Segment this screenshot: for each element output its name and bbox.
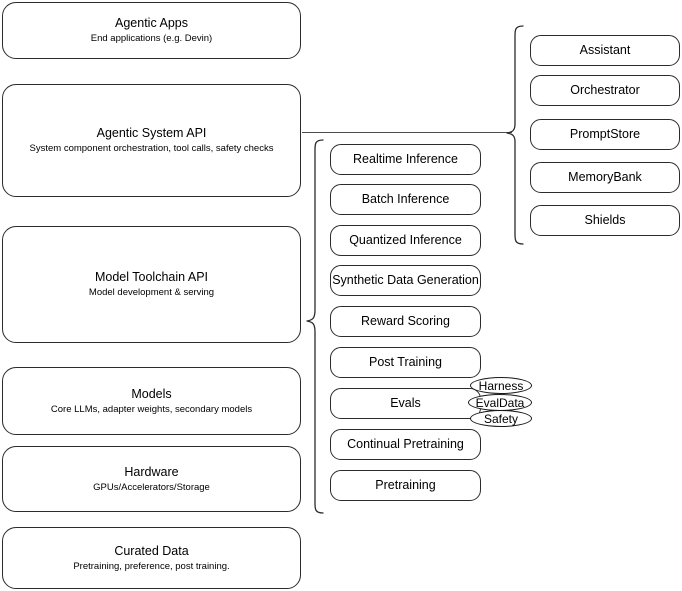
- evals-pill-evaldata[interactable]: EvalData: [468, 394, 532, 411]
- brace-toolchain-icon: [306, 139, 324, 514]
- system-component-label: Shields: [584, 213, 626, 227]
- toolchain-item-evals[interactable]: Evals: [330, 388, 481, 419]
- layer-subtitle: GPUs/Accelerators/Storage: [93, 481, 210, 493]
- system-component-label: MemoryBank: [568, 170, 642, 184]
- toolchain-item-label: Post Training: [369, 355, 442, 369]
- system-component-memorybank[interactable]: MemoryBank: [530, 162, 680, 193]
- brace-system-icon: [506, 25, 524, 245]
- evals-pill-label: EvalData: [475, 395, 525, 410]
- system-component-label: PromptStore: [569, 127, 641, 141]
- toolchain-item-label: Pretraining: [375, 478, 436, 492]
- layer-title: Curated Data: [114, 543, 189, 558]
- toolchain-item-label: Quantized Inference: [349, 233, 462, 247]
- evals-pill-label: Harness: [478, 378, 524, 393]
- toolchain-item-post-training[interactable]: Post Training: [330, 347, 481, 378]
- system-component-promptstore[interactable]: PromptStore: [530, 119, 680, 150]
- layer-title: Agentic System API: [96, 126, 207, 140]
- toolchain-item-pretraining[interactable]: Pretraining: [330, 470, 481, 501]
- layer-box-hardware[interactable]: Hardware GPUs/Accelerators/Storage: [2, 446, 301, 512]
- toolchain-item-label: Synthetic Data Generation: [332, 273, 479, 287]
- layer-subtitle: End applications (e.g. Devin): [90, 33, 213, 44]
- system-component-label: Orchestrator: [570, 83, 640, 97]
- connector-system-api-to-components: [302, 132, 512, 133]
- layer-box-agentic-system-api[interactable]: Agentic System API System component orch…: [2, 84, 301, 197]
- evals-pill-harness[interactable]: Harness: [470, 377, 532, 394]
- toolchain-item-label: Reward Scoring: [361, 314, 450, 328]
- toolchain-item-quantized-inference[interactable]: Quantized Inference: [330, 225, 481, 256]
- layer-box-agentic-apps[interactable]: Agentic Apps End applications (e.g. Devi…: [2, 2, 301, 59]
- layer-title: Hardware: [124, 464, 179, 479]
- toolchain-item-synthetic-data-generation[interactable]: Synthetic Data Generation: [330, 265, 481, 296]
- layer-box-models[interactable]: Models Core LLMs, adapter weights, secon…: [2, 367, 301, 435]
- layer-box-curated-data[interactable]: Curated Data Pretraining, preference, po…: [2, 527, 301, 589]
- system-component-label: Assistant: [579, 43, 631, 57]
- layer-title: Agentic Apps: [115, 16, 188, 30]
- toolchain-item-batch-inference[interactable]: Batch Inference: [330, 184, 481, 215]
- layer-subtitle: System component orchestration, tool cal…: [29, 143, 274, 154]
- toolchain-item-label: Realtime Inference: [353, 152, 458, 166]
- layer-box-model-toolchain-api[interactable]: Model Toolchain API Model development & …: [2, 226, 301, 343]
- layer-title: Models: [131, 386, 172, 401]
- toolchain-item-label: Continual Pretraining: [347, 437, 464, 451]
- system-component-assistant[interactable]: Assistant: [530, 35, 680, 66]
- toolchain-item-continual-pretraining[interactable]: Continual Pretraining: [330, 429, 481, 460]
- layer-subtitle: Model development & serving: [88, 287, 215, 298]
- toolchain-item-label: Batch Inference: [361, 192, 450, 206]
- toolchain-item-reward-scoring[interactable]: Reward Scoring: [330, 306, 481, 337]
- toolchain-item-realtime-inference[interactable]: Realtime Inference: [330, 144, 481, 175]
- evals-pill-safety[interactable]: Safety: [470, 410, 532, 427]
- layer-subtitle: Pretraining, preference, post training.: [73, 560, 230, 572]
- layer-title: Model Toolchain API: [94, 270, 209, 284]
- evals-pill-label: Safety: [483, 411, 519, 426]
- system-component-orchestrator[interactable]: Orchestrator: [530, 75, 680, 106]
- toolchain-item-label: Evals: [390, 396, 421, 410]
- system-component-shields[interactable]: Shields: [530, 205, 680, 236]
- layer-subtitle: Core LLMs, adapter weights, secondary mo…: [50, 403, 253, 415]
